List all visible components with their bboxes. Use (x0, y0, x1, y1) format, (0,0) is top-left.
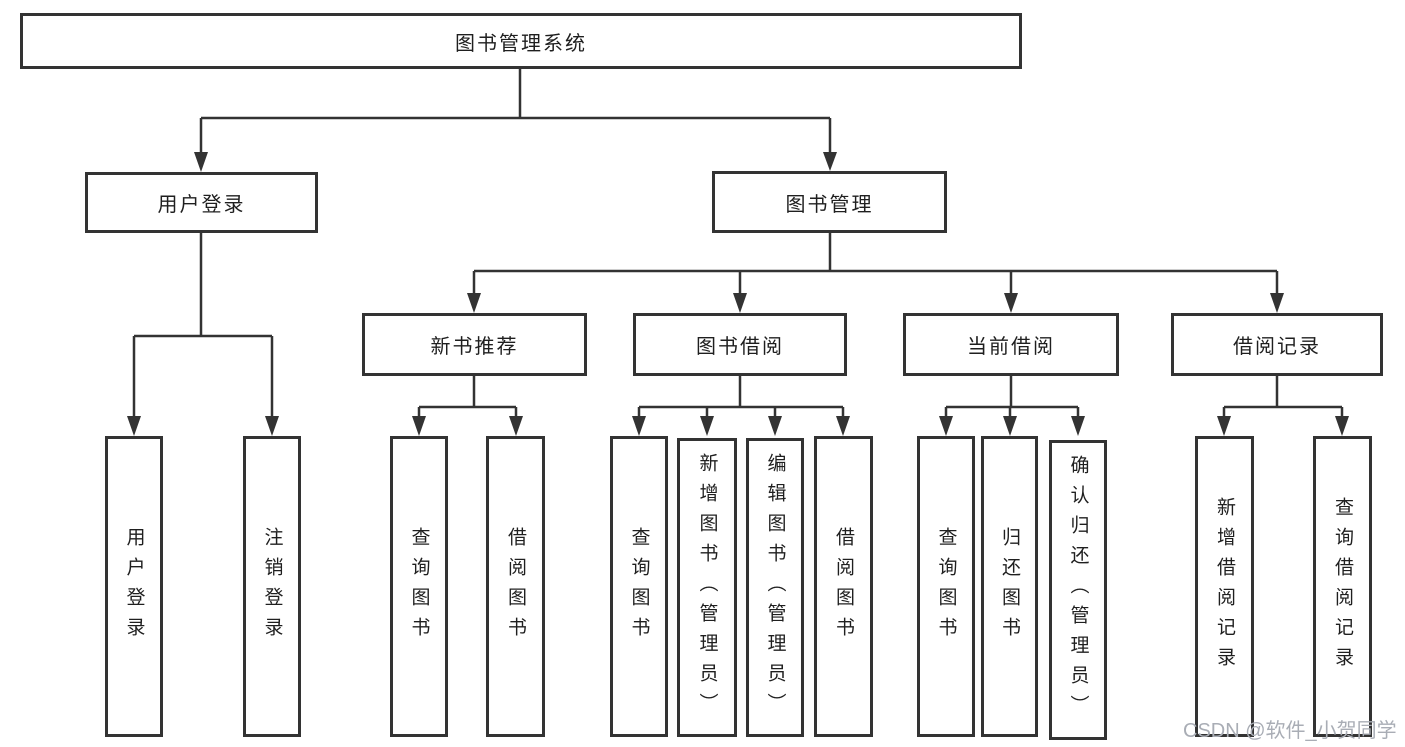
node-label: 注销登录 (261, 526, 283, 647)
node-leaf-query-borrow-record: 查询借阅记录 (1313, 436, 1372, 737)
node-leaf-query-book-borrow: 查询图书 (610, 436, 668, 737)
connector-root-to-level1 (199, 69, 832, 154)
node-label: 借阅图书 (833, 526, 854, 647)
node-leaf-add-borrow-record: 新增借阅记录 (1195, 436, 1254, 737)
node-label: 新增借阅记录 (1214, 496, 1235, 677)
node-label: 借阅记录 (1233, 336, 1321, 358)
node-leaf-confirm-return-admin: 确认归还（管理员） (1049, 440, 1107, 740)
connector-current-borrow-branch (944, 376, 1080, 418)
node-leaf-return-book: 归还图书 (981, 436, 1038, 737)
connector-new-book-branch (417, 376, 518, 418)
node-leaf-query-book-current: 查询图书 (917, 436, 975, 737)
node-label: 确认归还（管理员） (1067, 455, 1089, 725)
node-user-login: 用户登录 (85, 172, 318, 233)
node-book-management: 图书管理 (712, 171, 947, 233)
node-leaf-add-book-admin: 新增图书（管理员） (677, 438, 737, 737)
node-leaf-user-login: 用户登录 (105, 436, 163, 737)
node-leaf-borrow-book: 借阅图书 (814, 436, 873, 737)
node-label: 当前借阅 (967, 336, 1055, 358)
node-borrow-records: 借阅记录 (1171, 313, 1383, 376)
arrowheads-user-login-branch (127, 416, 279, 436)
node-label: 编辑图书（管理员） (764, 452, 786, 723)
node-label: 新增图书（管理员） (696, 452, 718, 723)
node-label: 用户登录 (123, 526, 145, 647)
node-root-library-system: 图书管理系统 (20, 13, 1022, 69)
node-label: 图书借阅 (696, 336, 784, 358)
node-leaf-borrow-book-recommend: 借阅图书 (486, 436, 545, 737)
connector-book-borrow-branch (637, 376, 845, 418)
node-label: 新书推荐 (430, 336, 519, 358)
connector-book-mgmt-to-level2 (472, 233, 1279, 295)
arrowheads-level1 (194, 152, 837, 172)
node-label: 归还图书 (999, 526, 1020, 647)
node-label: 借阅图书 (505, 526, 526, 647)
connector-borrow-records-branch (1222, 376, 1344, 418)
node-current-borrow: 当前借阅 (903, 313, 1119, 376)
node-new-book-recommend: 新书推荐 (362, 313, 587, 376)
arrowheads-leaf-level (412, 416, 1349, 436)
connector-user-login-branch (132, 232, 274, 418)
node-label: 用户登录 (157, 194, 246, 216)
node-label: 查询图书 (408, 526, 430, 647)
node-label: 查询图书 (935, 526, 957, 647)
node-label: 图书管理 (785, 193, 874, 216)
arrowheads-level2 (467, 293, 1284, 313)
node-leaf-edit-book-admin: 编辑图书（管理员） (746, 438, 804, 737)
node-leaf-logout: 注销登录 (243, 436, 301, 737)
node-leaf-query-book-recommend: 查询图书 (390, 436, 448, 737)
node-book-borrow: 图书借阅 (633, 313, 847, 376)
watermark: CSDN @软件_小贺同学 (1183, 720, 1397, 742)
node-label: 查询图书 (628, 526, 650, 647)
node-label: 图书管理系统 (455, 32, 587, 55)
node-label: 查询借阅记录 (1332, 496, 1353, 677)
